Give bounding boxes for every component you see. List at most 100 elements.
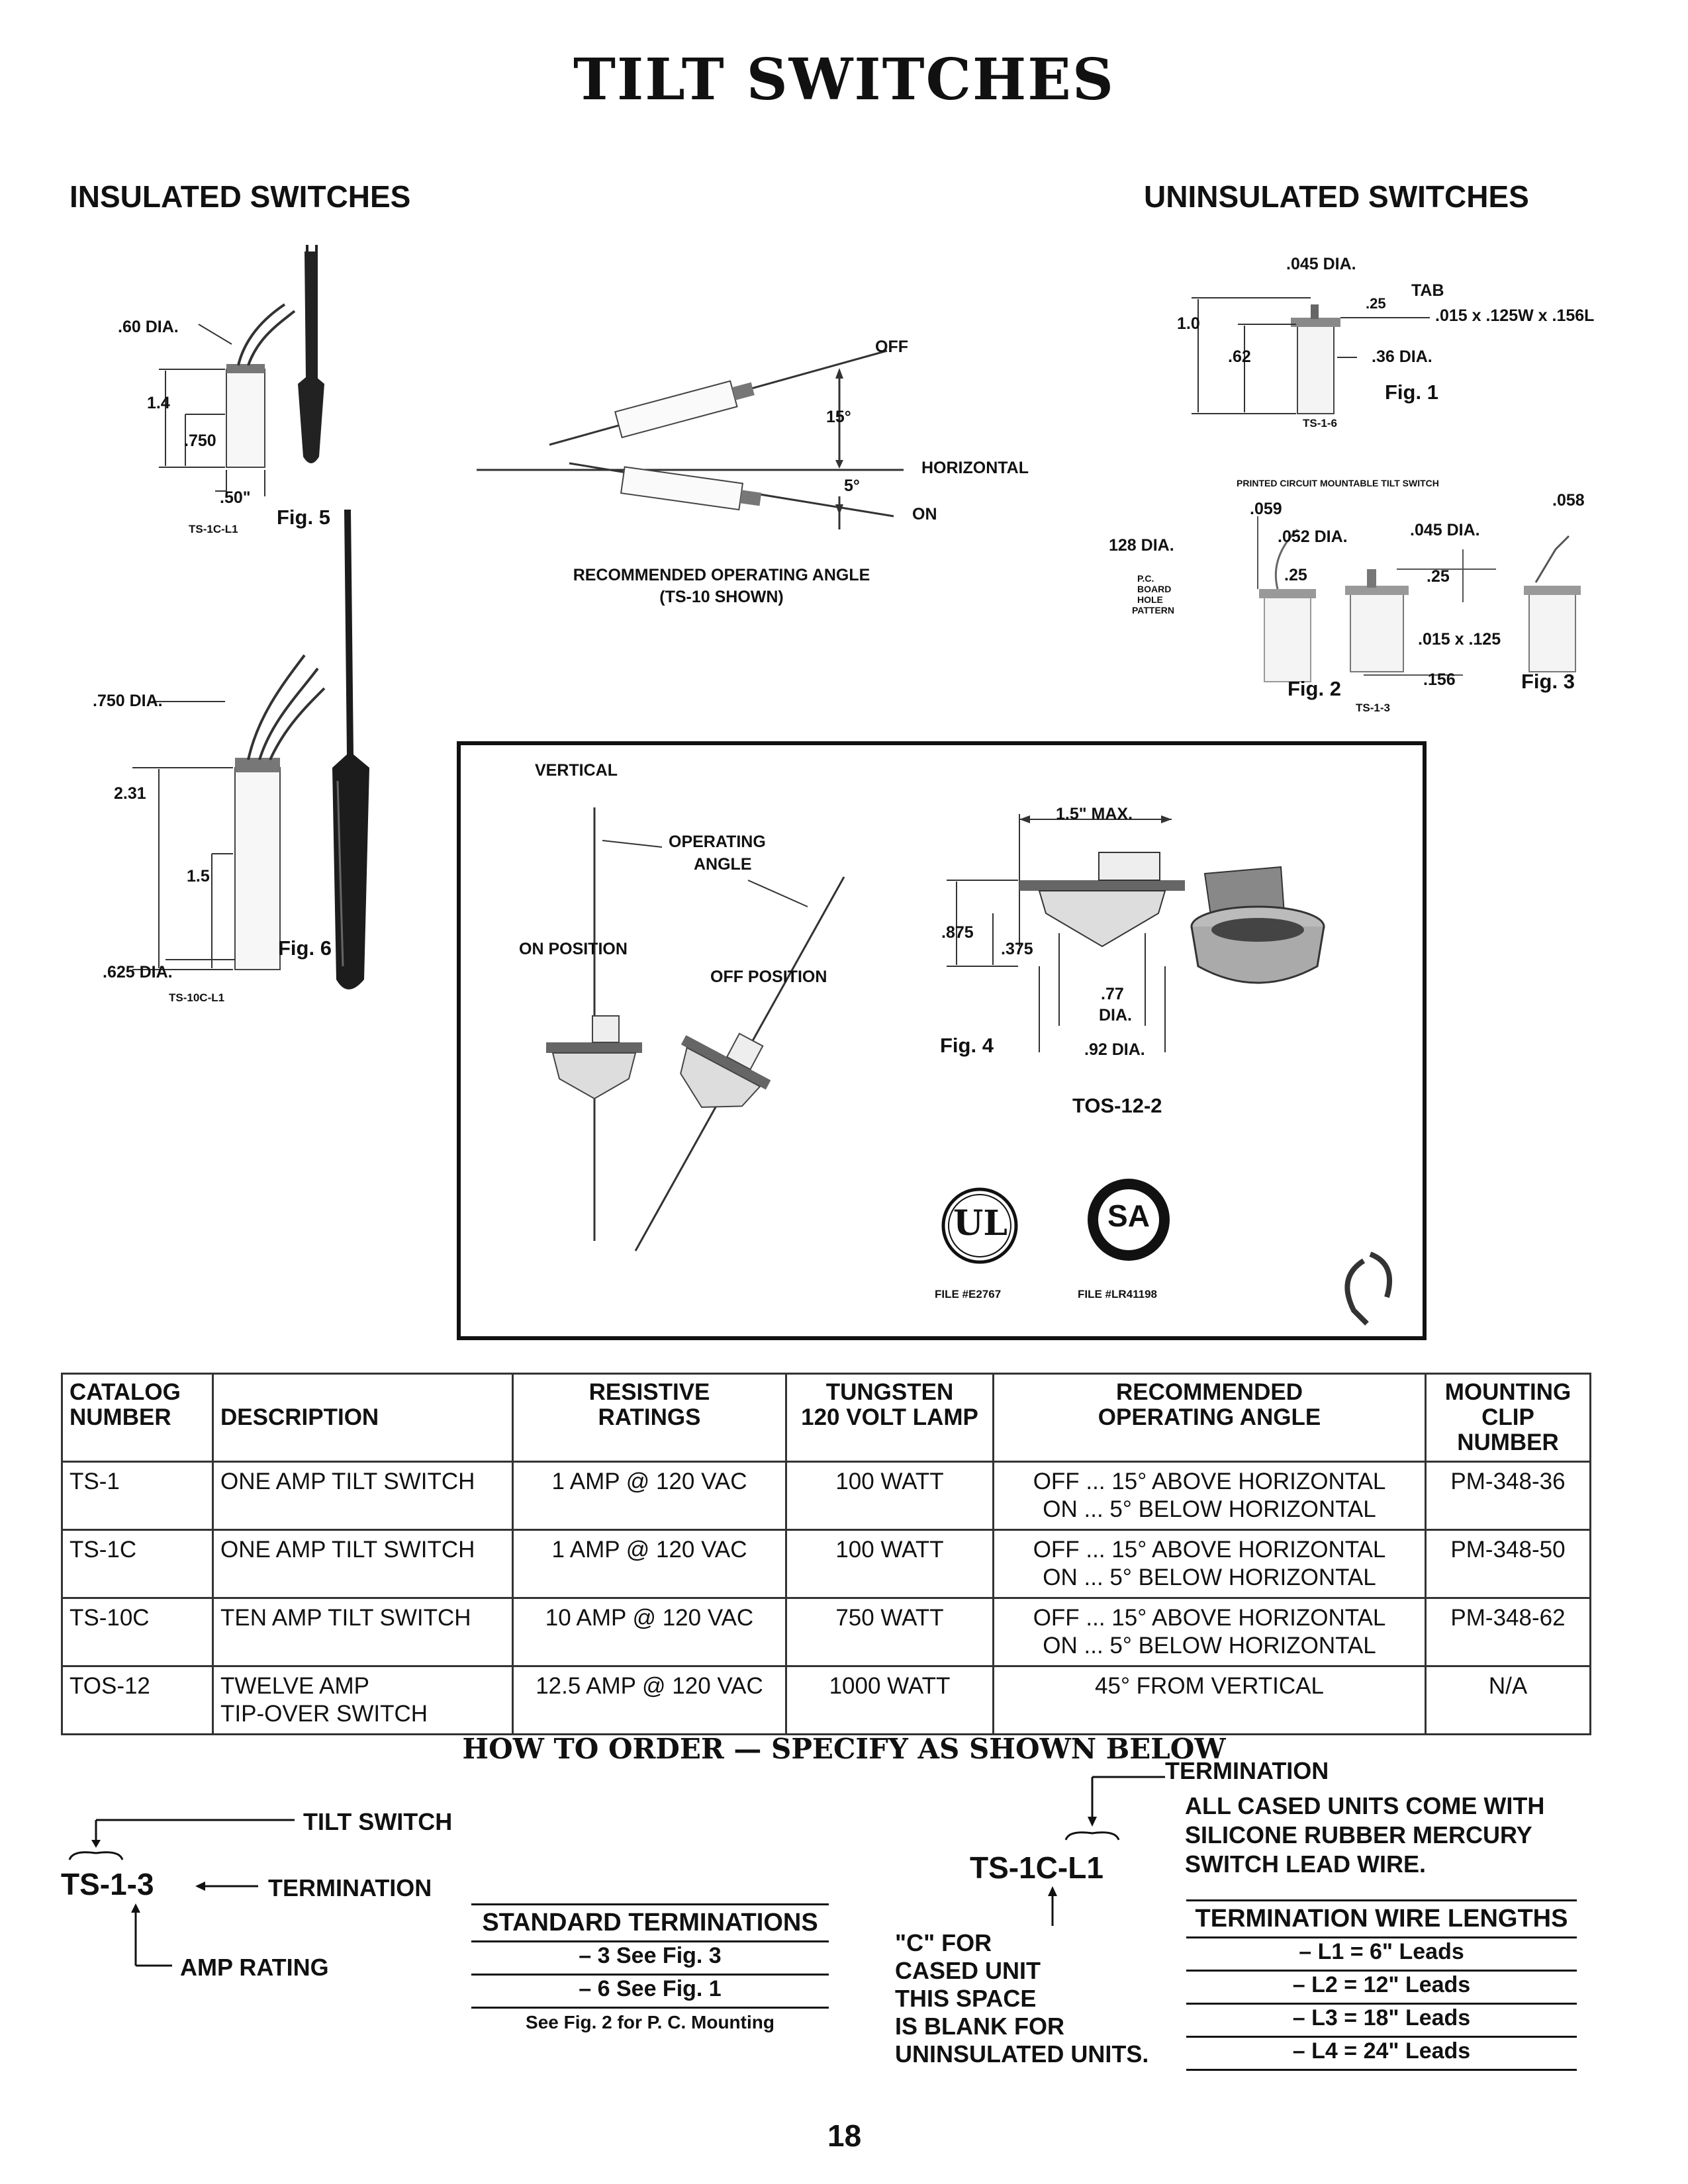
fig23-156: .156: [1423, 670, 1456, 689]
header-text: RATINGS: [598, 1404, 701, 1430]
order-termination-left: TERMINATION: [268, 1874, 432, 1901]
header-text: DESCRIPTION: [220, 1404, 379, 1430]
angle-caption-sub: (TS-10 SHOWN): [659, 588, 784, 606]
angle-line: 45° FROM VERTICAL: [1095, 1673, 1324, 1699]
desc-line: ONE AMP TILT SWITCH: [220, 1469, 475, 1494]
cell-clip: PM-348-50: [1425, 1529, 1591, 1599]
cell-description: ONE AMP TILT SWITCH: [212, 1461, 514, 1531]
header-text: CLIP NUMBER: [1457, 1404, 1559, 1455]
fig5-h2: .750: [184, 432, 216, 450]
cell-clip: PM-348-36: [1425, 1461, 1591, 1531]
fig23-059: .059: [1250, 500, 1282, 518]
tos-off-position: OFF POSITION: [710, 968, 827, 986]
fig5-height: 1.4: [147, 394, 170, 412]
fig5-width: .50": [220, 488, 251, 507]
c-note-line: CASED UNIT: [895, 1957, 1041, 1984]
cell-lamp: 100 WATT: [785, 1529, 994, 1599]
cased-note-line: SILICONE RUBBER MERCURY: [1185, 1821, 1532, 1848]
desc-line: ONE AMP TILT SWITCH: [220, 1537, 475, 1563]
col-description: DESCRIPTION: [212, 1373, 514, 1463]
page-number: 18: [827, 2118, 862, 2153]
header-text: NUMBER: [70, 1404, 171, 1430]
page-title: TILT SWITCHES: [573, 46, 1115, 113]
fig5-model: TS-1C-L1: [189, 523, 238, 535]
how-to-order-heading: HOW TO ORDER — SPECIFY AS SHOWN BELOW: [462, 1733, 1226, 1765]
header-text: OPERATING ANGLE: [1098, 1404, 1321, 1430]
fig23-052: .052 DIA.: [1278, 527, 1348, 546]
wire-length-item: – L3 = 18" Leads: [1292, 2005, 1471, 2030]
operating-angle-drawing: [477, 349, 904, 529]
tos-max: 1.5" MAX.: [1056, 805, 1133, 823]
std-termination-item: – 3 See Fig. 3: [579, 1943, 722, 1968]
header-text: 120 VOLT LAMP: [801, 1404, 978, 1430]
tos-angle: ANGLE: [694, 855, 752, 874]
divider: [1186, 2003, 1577, 2005]
cell-lamp: 750 WATT: [785, 1597, 994, 1667]
tos-92: .92 DIA.: [1084, 1040, 1145, 1059]
wire-length-item: – L2 = 12" Leads: [1292, 1972, 1471, 1997]
divider: [471, 2007, 829, 2009]
fig1-h2: .62: [1228, 347, 1251, 366]
wire-length-item: – L1 = 6" Leads: [1299, 1939, 1464, 1964]
cell-angle: 45° FROM VERTICAL: [992, 1665, 1427, 1735]
divider: [1186, 1970, 1577, 1972]
fig5-label: Fig. 5: [277, 506, 330, 529]
header-text: MOUNTING: [1444, 1379, 1571, 1405]
fig2-fig3-drawing: [1257, 516, 1581, 682]
csa-logo: SA: [1107, 1199, 1150, 1233]
fig1-tab: TAB: [1411, 281, 1444, 300]
angle-line: ON ... 5° BELOW HORIZONTAL: [1043, 1565, 1376, 1590]
cell-rating: 1 AMP @ 120 VAC: [512, 1461, 787, 1531]
fig23-25b: .25: [1427, 567, 1450, 586]
table-row: TS-1 ONE AMP TILT SWITCH 1 AMP @ 120 VAC…: [61, 1461, 1591, 1531]
cell-clip: N/A: [1425, 1665, 1591, 1735]
angle-line: OFF ... 15° ABOVE HORIZONTAL: [1033, 1605, 1386, 1631]
fig23-pc3: HOLE: [1137, 594, 1163, 605]
header-text: CATALOG: [70, 1379, 181, 1405]
tos-77-dia: DIA.: [1099, 1006, 1132, 1024]
fig1-dim25: .25: [1366, 295, 1386, 312]
cell-catalog: TS-10C: [61, 1597, 214, 1667]
c-note-line: IS BLANK FOR: [895, 2013, 1064, 2040]
cell-catalog: TS-1: [61, 1461, 214, 1531]
fig23-058: .058: [1552, 491, 1585, 510]
divider: [1186, 2036, 1577, 2038]
fig23-045: .045 DIA.: [1410, 521, 1480, 539]
angle-horizontal: HORIZONTAL: [921, 459, 1029, 477]
fig1-dia: .36 DIA.: [1372, 347, 1432, 366]
cell-rating: 10 AMP @ 120 VAC: [512, 1597, 787, 1667]
cell-description: ONE AMP TILT SWITCH: [212, 1529, 514, 1599]
fig23-25a: .25: [1284, 566, 1307, 584]
cell-catalog: TS-1C: [61, 1529, 214, 1599]
angle-off: OFF: [875, 338, 908, 356]
angle-on: ON: [912, 505, 937, 523]
tos-12-panel: [457, 741, 1427, 1340]
divider: [471, 1903, 829, 1905]
divider: [1186, 1936, 1577, 1938]
fig23-heading: PRINTED CIRCUIT MOUNTABLE TILT SWITCH: [1237, 478, 1439, 488]
fig1-label: Fig. 1: [1385, 381, 1438, 404]
tos-operating: OPERATING: [669, 833, 766, 851]
insulated-heading: INSULATED SWITCHES: [70, 179, 411, 214]
divider: [471, 1940, 829, 1942]
order-code-right: TS-1C-L1: [970, 1850, 1103, 1885]
cell-rating: 12.5 AMP @ 120 VAC: [512, 1665, 787, 1735]
fig5-drawing: [159, 245, 324, 496]
wire-lengths-heading: TERMINATION WIRE LENGTHS: [1195, 1905, 1568, 1933]
angle-line: ON ... 5° BELOW HORIZONTAL: [1043, 1496, 1376, 1522]
c-note-line: "C" FOR: [895, 1929, 992, 1956]
tos-12-drawing: [546, 807, 1393, 1326]
order-code-left: TS-1-3: [61, 1867, 154, 1901]
divider: [471, 1974, 829, 1976]
fig23-015: .015 x .125: [1418, 630, 1501, 649]
order-amp-rating: AMP RATING: [180, 1954, 329, 1981]
header-text: RECOMMENDED: [1116, 1379, 1303, 1405]
fig1-tab-dim: .015 x .125W x .156L: [1435, 306, 1595, 325]
